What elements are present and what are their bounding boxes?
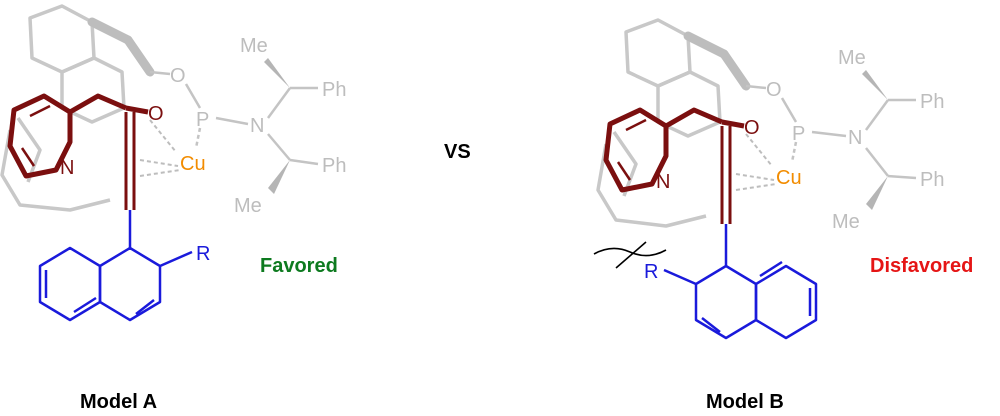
model-a-substrate — [7, 93, 149, 210]
versus-label: VS — [444, 141, 471, 163]
model-a-aryl — [38, 210, 193, 322]
model-b-cu-coordination — [735, 133, 777, 191]
model-a-ligand-bonds — [149, 70, 319, 166]
model-b-aryl — [663, 224, 818, 340]
model-a-r-group: R — [196, 243, 210, 265]
model-a-ether-oxygen: O — [170, 65, 186, 87]
model-a-substrate-inner — [20, 104, 51, 167]
model-b-phenyl-top: Ph — [920, 91, 944, 113]
model-a-ligand-bold-edges — [87, 17, 155, 77]
model-b-outcome-label: Disfavored — [870, 255, 973, 277]
model-b-amine-nitrogen: N — [848, 127, 862, 149]
model-b-substrate — [603, 107, 745, 224]
model-b-ligand-bonds — [745, 84, 917, 180]
model-b-structure: O P N Me Ph Ph Me N O Cu R — [593, 18, 944, 340]
model-a-caption: Model A — [80, 391, 157, 413]
model-b-pyridine-nitrogen: N — [656, 171, 670, 193]
model-b-ligand-bold-edges — [683, 31, 751, 91]
model-a-wedge-top — [264, 58, 290, 88]
model-b-steric-clash-mark — [593, 241, 667, 269]
model-b-r-group: R — [644, 261, 658, 283]
model-b-wedge-bottom — [866, 176, 888, 210]
model-b-methyl-top: Me — [838, 47, 866, 69]
model-a-methyl-bottom: Me — [234, 195, 262, 217]
model-b-copper: Cu — [776, 167, 802, 189]
model-a-methyl-top: Me — [240, 35, 268, 57]
model-a-phenyl-bottom: Ph — [322, 155, 346, 177]
model-a-phenyl-top: Ph — [322, 79, 346, 101]
model-b-phosphorus: P — [792, 123, 805, 145]
model-a-amine-nitrogen: N — [250, 115, 264, 137]
model-a-wedge-bottom — [268, 160, 290, 194]
model-b-wedge-top — [862, 70, 888, 100]
model-b-ether-oxygen: O — [766, 79, 782, 101]
model-a-copper: Cu — [180, 153, 206, 175]
model-a-carbonyl-oxygen: O — [148, 103, 164, 125]
model-a-phosphorus: P — [196, 109, 209, 131]
model-b-carbonyl-oxygen: O — [744, 117, 760, 139]
model-a-outcome-label: Favored — [260, 255, 338, 277]
model-a-structure: O P N Me Ph Ph Me N O Cu R — [0, 4, 346, 322]
model-a-ligand-naphthyl — [0, 4, 126, 212]
model-b-substrate-inner — [616, 118, 647, 181]
model-a-pyridine-nitrogen: N — [60, 157, 74, 179]
model-b-caption: Model B — [706, 391, 784, 413]
model-b-methyl-bottom: Me — [832, 211, 860, 233]
model-a-cu-coordination — [139, 119, 181, 177]
model-b-ligand-naphthyl — [596, 18, 722, 228]
model-b-phenyl-bottom: Ph — [920, 169, 944, 191]
